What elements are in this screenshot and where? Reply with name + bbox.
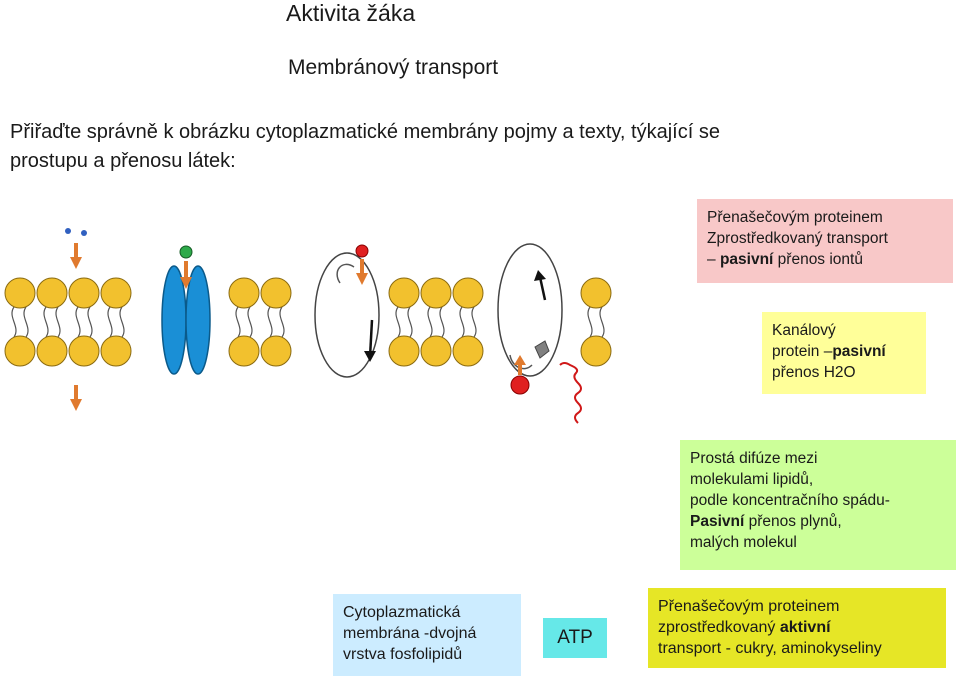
lipid-tail	[587, 306, 593, 338]
card-line: Pasivní přenos plynů,	[690, 511, 946, 532]
card-emphasis: pasivní	[832, 343, 886, 360]
lipid-head	[420, 277, 452, 309]
card-line: malých molekul	[690, 534, 797, 551]
lipid-head	[580, 335, 612, 367]
card-text: –	[707, 251, 720, 268]
card-line: vrstva fosfolipidů	[343, 646, 463, 663]
membrane-diagram	[4, 228, 612, 424]
instruction-line-1: Přiřaďte správně k obrázku cytoplazmatic…	[10, 121, 720, 143]
lipid-head	[228, 335, 260, 367]
phospholipid-bilayer	[4, 277, 612, 367]
card-line: podle koncentračního spádu-	[690, 492, 890, 509]
energy-wave-icon	[559, 362, 582, 424]
ion-molecule-icon	[355, 244, 369, 258]
gas-molecule-icon-2	[81, 230, 87, 236]
card-emphasis: Pasivní	[690, 513, 745, 530]
lipid-tail	[279, 306, 285, 338]
lipid-head	[4, 335, 36, 367]
diffusion-arrow-bottom	[70, 385, 82, 411]
card-line: Přenašečovým proteinem	[707, 209, 883, 226]
lipid-head	[4, 277, 36, 309]
lipid-head	[68, 277, 100, 309]
passive-carrier-transport-card[interactable]: Přenašečovým proteinem Zprostředkovaný t…	[697, 199, 953, 283]
card-line: transport - cukry, aminokyseliny	[658, 640, 882, 657]
page-subtitle: Membránový transport	[288, 56, 499, 79]
lipid-tail	[23, 306, 29, 338]
simple-diffusion-card[interactable]: Prostá difúze mezi molekulami lipidů, po…	[680, 440, 956, 570]
card-text: protein –	[772, 343, 833, 360]
lipid-tail	[459, 306, 465, 338]
active-carrier-arrow	[514, 355, 526, 375]
card-line: membrána -dvojná	[343, 625, 477, 642]
channel-protein-card[interactable]: Kanálový protein –pasivní přenos H2O	[762, 312, 926, 394]
lipid-head	[580, 277, 612, 309]
channel-arrow	[180, 261, 192, 289]
lipid-tail	[267, 306, 273, 338]
lipid-head	[452, 277, 484, 309]
card-line: – pasivní přenos iontů	[707, 249, 943, 270]
lipid-tail	[427, 306, 433, 338]
lipid-head	[36, 335, 68, 367]
instruction-text: Přiřaďte správně k obrázku cytoplazmatic…	[10, 118, 910, 176]
lipid-head	[420, 335, 452, 367]
card-line: protein –pasivní	[772, 341, 916, 362]
page-title: Aktivita žáka	[286, 0, 416, 26]
card-line: Prostá difúze mezi	[690, 450, 818, 467]
lipid-tail	[55, 306, 61, 338]
lipid-tail	[395, 306, 401, 338]
lipid-tail	[119, 306, 125, 338]
lipid-head	[260, 277, 292, 309]
lipid-tail	[11, 306, 17, 338]
lipid-tail	[43, 306, 49, 338]
passive-carrier-protein	[314, 252, 380, 378]
lipid-head	[68, 335, 100, 367]
lipid-tail	[439, 306, 445, 338]
card-line: Kanálový	[772, 322, 836, 339]
card-line: Zprostředkovaný transport	[707, 230, 888, 247]
lipid-tail	[235, 306, 241, 338]
card-text: přenos iontů	[773, 251, 863, 268]
card-text: přenos plynů,	[744, 513, 842, 530]
lipid-tail	[599, 306, 605, 338]
card-line: přenos H2O	[772, 364, 856, 381]
lipid-tail	[107, 306, 113, 338]
card-text: zprostředkovaný	[658, 619, 780, 636]
lipid-head	[100, 277, 132, 309]
lipid-tail	[407, 306, 413, 338]
active-carrier-transport-card[interactable]: Přenašečovým proteinem zprostředkovaný a…	[648, 588, 946, 668]
lipid-head	[260, 335, 292, 367]
lipid-tail	[87, 306, 93, 338]
channel-protein-right	[185, 265, 211, 375]
atp-label: ATP	[557, 627, 593, 648]
lipid-tail	[471, 306, 477, 338]
gas-molecule-icon	[65, 228, 71, 234]
passive-carrier-arrow	[356, 259, 368, 285]
card-line: Přenašečovým proteinem	[658, 598, 840, 615]
lipid-tail	[247, 306, 253, 338]
lipid-head	[388, 335, 420, 367]
active-carrier-protein	[497, 243, 563, 377]
card-line: zprostředkovaný aktivní	[658, 617, 936, 638]
red-molecule-icon	[510, 375, 530, 395]
lipid-head	[100, 335, 132, 367]
atp-card[interactable]: ATP	[543, 618, 607, 658]
card-emphasis: aktivní	[779, 619, 831, 636]
lipid-head	[36, 277, 68, 309]
card-line: molekulami lipidů,	[690, 471, 814, 488]
lipid-head	[228, 277, 260, 309]
card-emphasis: pasivní	[719, 251, 774, 268]
lipid-head	[452, 335, 484, 367]
instruction-line-2: prostupu a přenosu látek:	[10, 150, 236, 172]
water-molecule-icon	[179, 245, 193, 259]
lipid-head	[388, 277, 420, 309]
diffusion-arrow-top	[70, 243, 82, 269]
card-line: Cytoplazmatická	[343, 604, 461, 621]
lipid-tail	[75, 306, 81, 338]
cargo-molecule-icon	[534, 340, 550, 359]
channel-protein-left	[161, 265, 187, 375]
cytoplasmic-membrane-card[interactable]: Cytoplazmatická membrána -dvojná vrstva …	[333, 594, 521, 676]
